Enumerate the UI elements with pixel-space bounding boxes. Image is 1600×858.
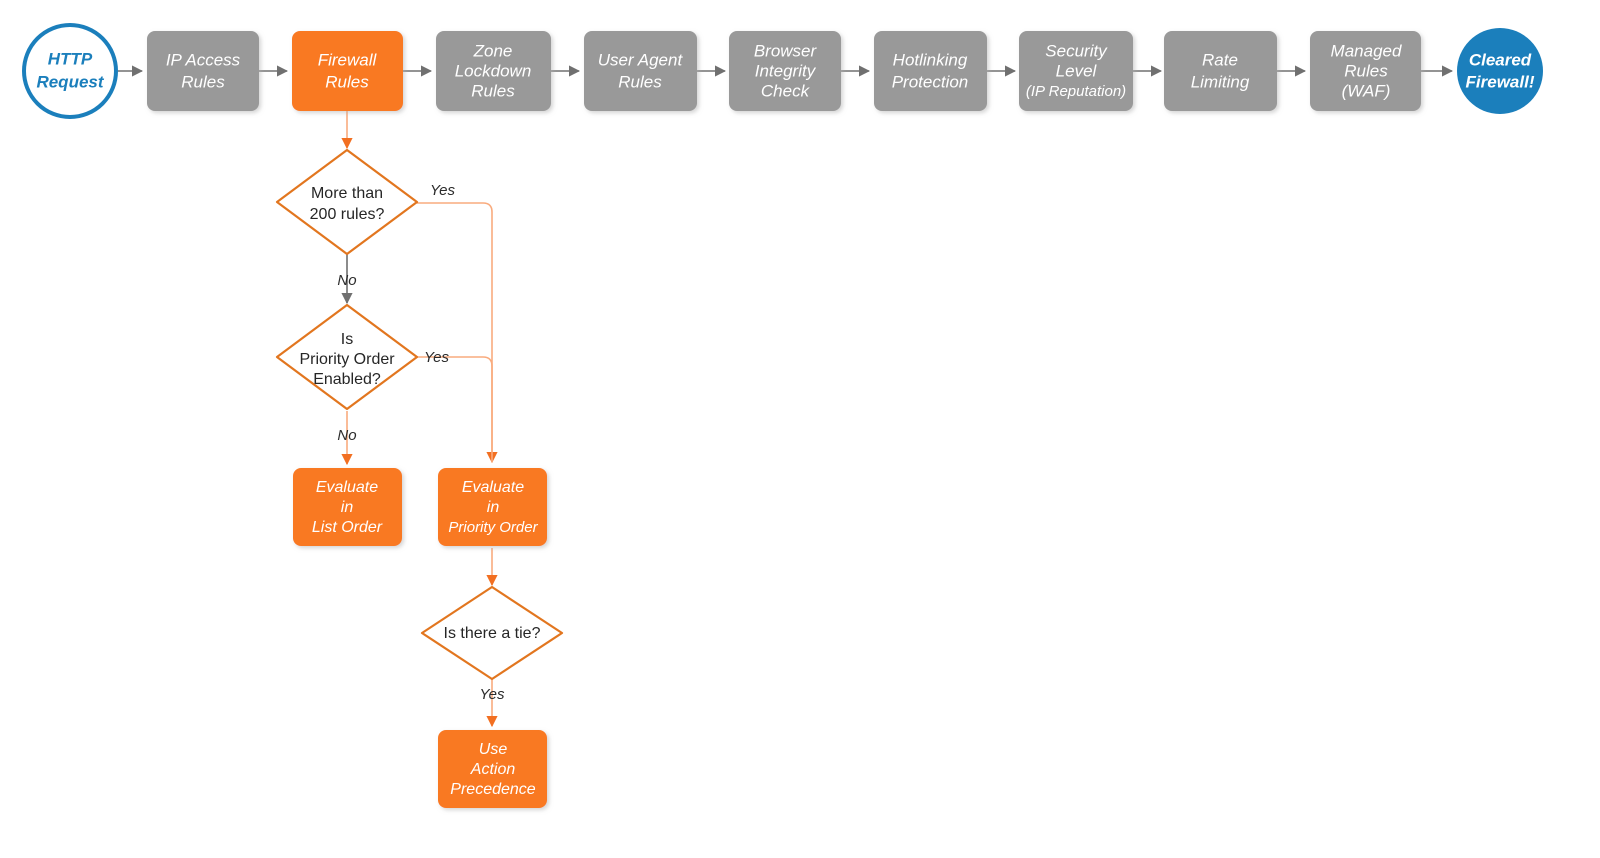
use-action-precedence-label-line1: Use xyxy=(479,741,508,758)
more-than-200-rules-label-line1: More than xyxy=(311,185,383,202)
evaluate-priority-order-label-line1: Evaluate xyxy=(462,479,524,496)
browser-integrity-check-box xyxy=(729,31,841,111)
use-action-precedence-label-line3: Precedence xyxy=(450,781,535,798)
zone-lockdown-rules-label-line1: Zone xyxy=(473,41,513,60)
edge-label-decision3-yes: Yes xyxy=(479,686,505,703)
http-request-label-line1: HTTP xyxy=(48,49,93,68)
http-request-label-line2: Request xyxy=(36,72,104,91)
hotlinking-protection-box xyxy=(874,31,987,111)
managed-rules-waf-box xyxy=(1310,31,1421,111)
node-hotlinking-protection[interactable]: Hotlinking Protection xyxy=(874,31,987,111)
zone-lockdown-rules-label-line3: Rules xyxy=(471,81,515,100)
evaluate-priority-order-box xyxy=(438,468,547,546)
is-priority-order-enabled-label-line2: Priority Order xyxy=(299,351,395,368)
ip-access-rules-label-line2: Rules xyxy=(181,72,225,91)
browser-integrity-check-label-line2: Integrity xyxy=(755,61,817,80)
use-action-precedence-box xyxy=(438,730,547,808)
firewall-rules-box xyxy=(292,31,403,111)
zone-lockdown-rules-label-line2: Lockdown xyxy=(455,61,532,80)
node-managed-rules-waf[interactable]: Managed Rules (WAF) xyxy=(1310,31,1421,111)
edge-label-decision1-no: No xyxy=(337,272,356,289)
is-priority-order-enabled-label-line1: Is xyxy=(341,331,353,348)
connector-decision2-yes-to-priority-order xyxy=(417,356,493,462)
firewall-rules-label-line2: Rules xyxy=(325,72,369,91)
use-action-precedence-label-line2: Action xyxy=(470,761,516,778)
evaluate-list-order-label-line2: in xyxy=(341,499,354,516)
evaluate-list-order-box xyxy=(293,468,402,546)
connector-decision1-yes-to-priority-order xyxy=(417,202,498,464)
action-use-action-precedence[interactable]: Use Action Precedence xyxy=(438,730,547,808)
node-cleared-firewall[interactable]: Cleared Firewall! xyxy=(1457,28,1543,114)
decision-is-priority-order-enabled[interactable]: Is Priority Order Enabled? xyxy=(275,303,419,411)
is-priority-order-enabled-label-line3: Enabled? xyxy=(313,371,381,388)
rate-limiting-label-line2: Limiting xyxy=(1191,72,1250,91)
managed-rules-waf-label-line3: (WAF) xyxy=(1342,81,1391,100)
ip-access-rules-box xyxy=(147,31,259,111)
node-browser-integrity-check[interactable]: Browser Integrity Check xyxy=(729,31,841,111)
user-agent-rules-label-line2: Rules xyxy=(618,72,662,91)
node-user-agent-rules[interactable]: User Agent Rules xyxy=(584,31,697,111)
is-there-a-tie-diamond xyxy=(420,585,564,681)
ip-access-rules-label-line1: IP Access xyxy=(166,50,241,69)
managed-rules-waf-label-line1: Managed xyxy=(1331,41,1402,60)
rate-limiting-label-line1: Rate xyxy=(1202,50,1238,69)
is-priority-order-enabled-diamond xyxy=(275,303,419,411)
action-evaluate-priority-order[interactable]: Evaluate in Priority Order xyxy=(438,468,547,546)
more-than-200-rules-diamond xyxy=(275,148,419,256)
http-request-circle xyxy=(22,23,118,119)
action-evaluate-list-order[interactable]: Evaluate in List Order xyxy=(293,468,402,546)
security-level-box xyxy=(1019,31,1133,111)
evaluate-list-order-label-line3: List Order xyxy=(312,519,383,536)
firewall-rules-label-line1: Firewall xyxy=(318,50,378,69)
cleared-firewall-label-line2: Firewall! xyxy=(1466,72,1535,91)
node-firewall-rules[interactable]: Firewall Rules xyxy=(292,31,403,111)
browser-integrity-check-label-line1: Browser xyxy=(754,41,818,60)
node-http-request[interactable]: HTTP Request xyxy=(22,23,118,119)
security-level-label-line2: Level xyxy=(1056,61,1098,80)
node-security-level[interactable]: Security Level (IP Reputation) xyxy=(1019,31,1133,111)
more-than-200-rules-label-line2: 200 rules? xyxy=(310,206,385,223)
user-agent-rules-box xyxy=(584,31,697,111)
edge-label-decision1-yes: Yes xyxy=(430,182,456,199)
edge-label-decision2-no: No xyxy=(337,427,356,444)
evaluate-priority-order-label-line3: Priority Order xyxy=(448,519,538,536)
evaluate-priority-order-label-line2: in xyxy=(487,499,500,516)
hotlinking-protection-label-line2: Protection xyxy=(892,72,969,91)
node-rate-limiting[interactable]: Rate Limiting xyxy=(1164,31,1277,111)
hotlinking-protection-label-line1: Hotlinking xyxy=(893,50,968,69)
evaluate-list-order-label-line1: Evaluate xyxy=(316,479,378,496)
node-zone-lockdown-rules[interactable]: Zone Lockdown Rules xyxy=(436,31,551,111)
user-agent-rules-label-line1: User Agent xyxy=(598,50,684,69)
managed-rules-waf-label-line2: Rules xyxy=(1344,61,1388,80)
decision-is-there-a-tie[interactable]: Is there a tie? xyxy=(420,585,564,681)
security-level-label-line3: (IP Reputation) xyxy=(1026,83,1126,100)
node-ip-access-rules[interactable]: IP Access Rules xyxy=(147,31,259,111)
browser-integrity-check-label-line3: Check xyxy=(761,81,811,100)
edge-label-decision2-yes: Yes xyxy=(424,349,450,366)
zone-lockdown-rules-box xyxy=(436,31,551,111)
decision-more-than-200-rules[interactable]: More than 200 rules? xyxy=(275,148,419,256)
rate-limiting-box xyxy=(1164,31,1277,111)
security-level-label-line1: Security xyxy=(1045,41,1108,60)
branch-connectors xyxy=(341,110,498,728)
cleared-firewall-label-line1: Cleared xyxy=(1469,50,1532,69)
cleared-firewall-circle xyxy=(1457,28,1543,114)
is-there-a-tie-label-line1: Is there a tie? xyxy=(444,625,541,642)
